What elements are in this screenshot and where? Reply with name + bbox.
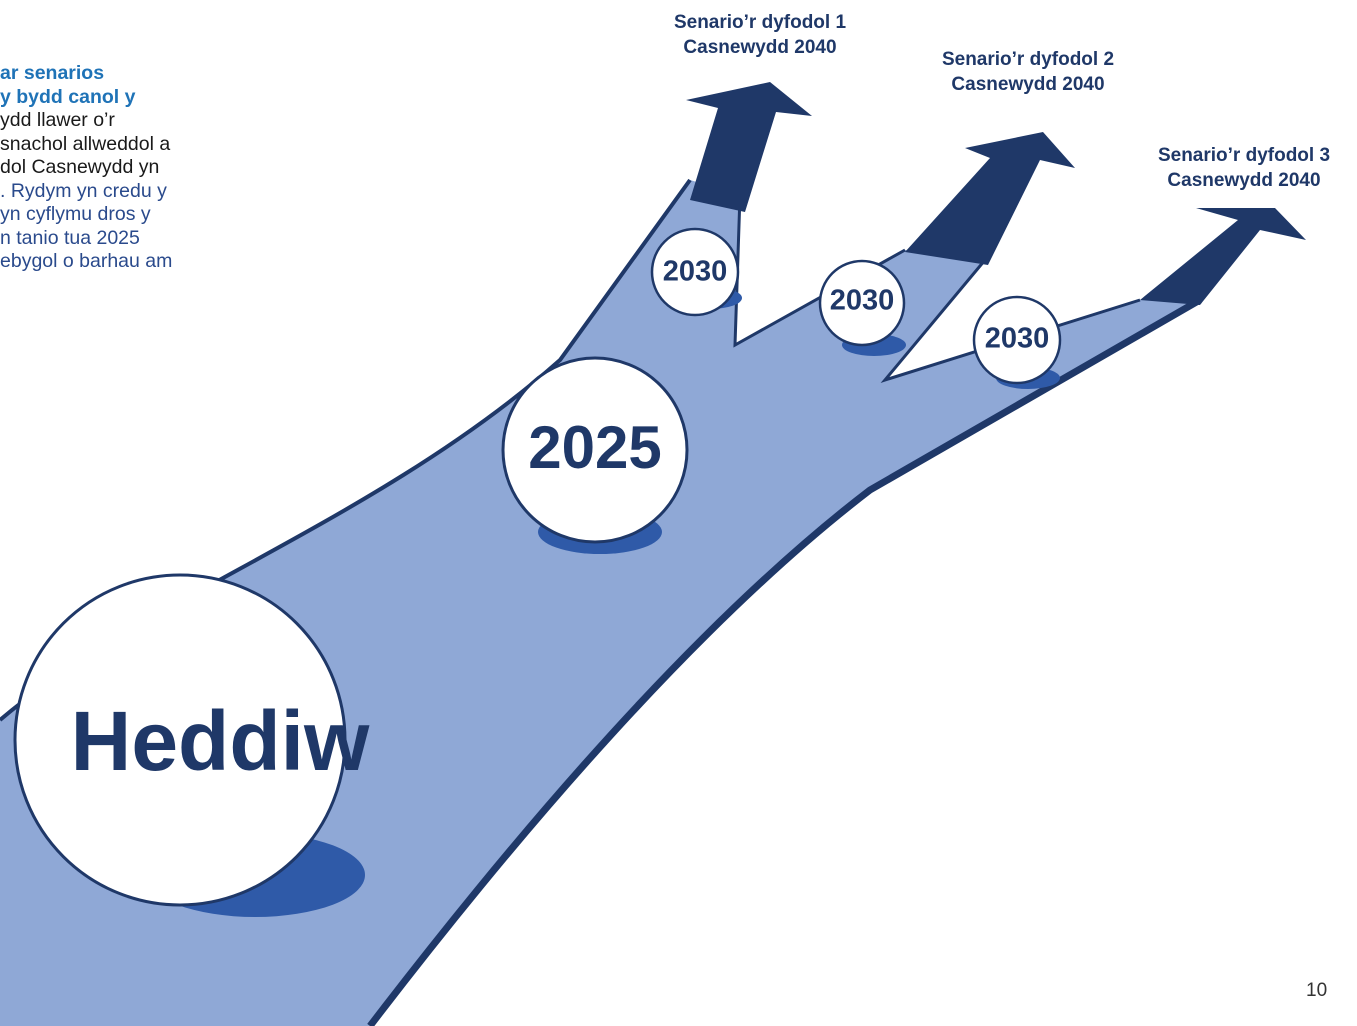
intro-body-line-7: ebygol o barhau am: [0, 250, 173, 272]
scenario-label-2-line-2: Casnewydd 2040: [951, 74, 1105, 95]
intro-body-line-3: dol Casnewydd yn: [0, 156, 160, 178]
milestone-circle-today: [13, 573, 347, 907]
intro-text: ar senarios y bydd canol y ydd llawer o’…: [0, 62, 240, 274]
intro-body-line-5: yn cyflymu dros y: [0, 203, 151, 225]
milestone-label-2030-1: 2030: [663, 256, 728, 288]
intro-heading-line-2: y bydd canol y: [0, 85, 136, 108]
milestone-label-today: Heddiw: [71, 694, 370, 788]
milestone-label-2025: 2025: [528, 414, 661, 481]
scenario-arrow-1: [686, 82, 812, 212]
page-number: 10: [1306, 980, 1328, 1001]
pathway-road-edge-bottom: [367, 296, 1202, 1026]
milestone-label-2030-3: 2030: [985, 323, 1050, 355]
milestone-circle-2030-3: [972, 295, 1062, 385]
scenario-label-3: Senario’r dyfodol 3 Casnewydd 2040: [1134, 143, 1354, 193]
intro-body-line-1: ydd llawer o’r: [0, 109, 115, 131]
milestone-circle-2030-2: [818, 259, 906, 347]
scenario-label-2: Senario’r dyfodol 2 Casnewydd 2040: [918, 47, 1138, 97]
intro-body-line-2: snachol allweddol a: [0, 132, 171, 155]
scenario-label-1-line-1: Senario’r dyfodol 1: [673, 12, 847, 33]
scenario-label-2-line-1: Senario’r dyfodol 2: [941, 49, 1115, 70]
scenario-arrow-3: [1140, 208, 1306, 305]
intro-body-line-4: . Rydym yn credu y: [0, 179, 167, 202]
intro-heading-line-1: ar senarios: [0, 62, 105, 84]
milestone-circle-2030-1: [650, 227, 740, 317]
scenario-arrow-2: [905, 132, 1075, 265]
milestone-label-2030-2: 2030: [830, 285, 895, 317]
scenario-label-3-line-1: Senario’r dyfodol 3: [1157, 145, 1331, 166]
scenario-label-3-line-2: Casnewydd 2040: [1167, 170, 1321, 191]
intro-body-line-6: n tanio tua 2025: [0, 226, 140, 249]
scenario-label-1: Senario’r dyfodol 1 Casnewydd 2040: [650, 10, 870, 60]
milestone-circle-2025: [501, 356, 689, 544]
scenario-label-1-line-2: Casnewydd 2040: [683, 37, 837, 58]
